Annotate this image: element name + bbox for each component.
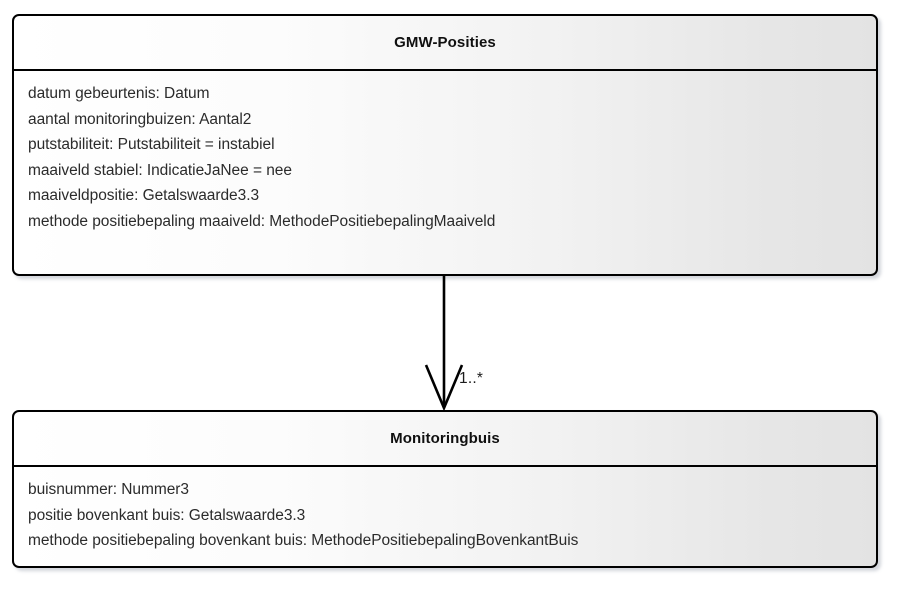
class-attributes-monitoringbuis: buisnummer: Nummer3 positie bovenkant bu… [14,467,876,564]
attribute-row: maaiveld stabiel: IndicatieJaNee = nee [28,161,292,179]
class-attributes-gmw-posities: datum gebeurtenis: Datum aantal monitori… [14,71,876,245]
class-box-gmw-posities[interactable]: GMW-Posities datum gebeurtenis: Datum aa… [12,14,878,276]
attribute-row: positie bovenkant buis: Getalswaarde3.3 [28,506,306,524]
attribute-row: buisnummer: Nummer3 [28,481,189,498]
attribute-row: aantal monitoringbuizen: Aantal2 [28,110,252,128]
class-title-gmw-posities: GMW-Posities [394,34,496,51]
attribute-row: methode positiebepaling maaiveld: Method… [28,212,496,230]
association-arrowhead-icon [424,364,464,412]
attribute-row: putstabiliteit: Putstabiliteit = instabi… [28,136,275,154]
attribute-row: datum gebeurtenis: Datum [28,85,210,102]
class-title-monitoringbuis: Monitoringbuis [390,430,500,447]
attribute-row: methode positiebepaling bovenkant buis: … [28,532,579,550]
attribute-row: maaiveldpositie: Getalswaarde3.3 [28,187,260,205]
class-header-gmw-posities: GMW-Posities [14,16,876,71]
class-header-monitoringbuis: Monitoringbuis [14,412,876,467]
class-box-monitoringbuis[interactable]: Monitoringbuis buisnummer: Nummer3 posit… [12,410,878,568]
multiplicity-label-target: 1..* [459,370,484,387]
